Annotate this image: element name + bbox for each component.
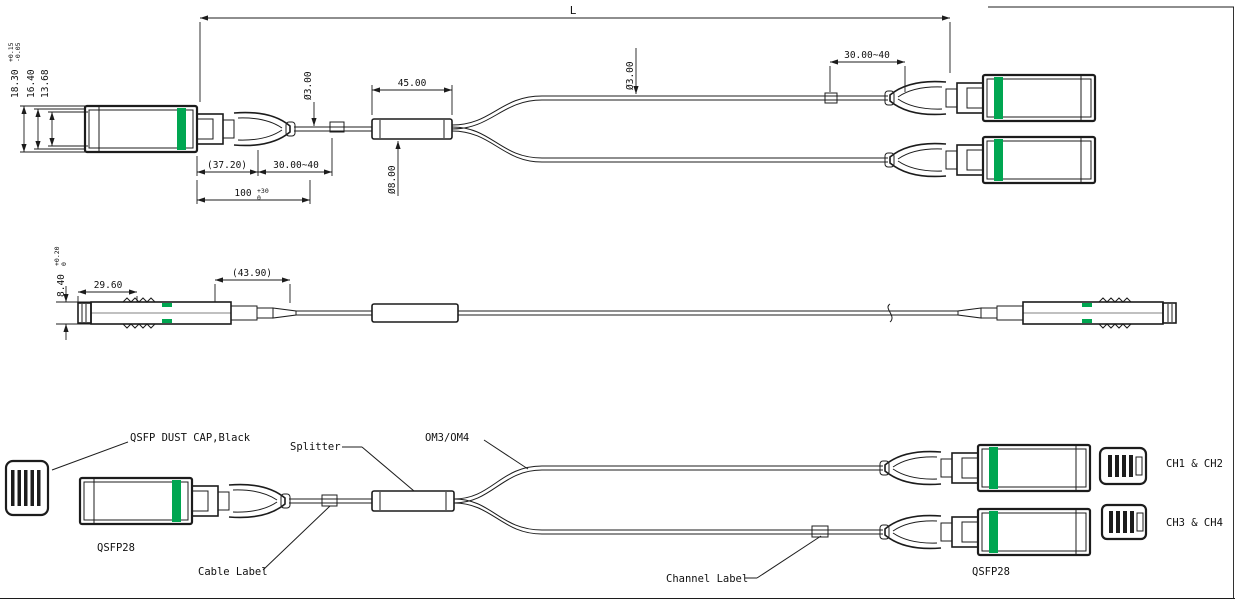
dust-cap-left xyxy=(4,459,50,517)
dim-breakout-length: 100 +30 0 xyxy=(196,180,311,204)
dim-splitter-dia: Ø8.00 xyxy=(387,141,401,196)
dim-channel-label-pos-text: 30.00~40 xyxy=(844,50,890,61)
label-ch1-ch2: CH1 & CH2 xyxy=(1166,458,1223,470)
qsfp-connector-left-bottom xyxy=(78,476,292,526)
callout-dust-cap: QSFP DUST CAP,Black xyxy=(51,432,251,471)
dim-side-height-text: 8.40 xyxy=(56,274,67,297)
label-qsfp28-left: QSFP28 xyxy=(97,542,135,554)
dim-L-text: L xyxy=(570,4,577,17)
dim-breakout-length-text: 100 xyxy=(234,188,251,199)
dust-cap-right-upper xyxy=(1098,446,1148,486)
dust-cap-right-lower xyxy=(1100,503,1148,541)
dim-height-outer-tol-minus: -0.05 xyxy=(14,42,22,62)
cable-run-side xyxy=(296,303,958,323)
callout-cable-label: Cable Label xyxy=(198,505,331,578)
dim-overall-length: L xyxy=(199,4,951,102)
splitter-side xyxy=(371,303,459,323)
callout-dust-cap-text: QSFP DUST CAP,Black xyxy=(130,432,251,444)
dim-height-inner-text: 13.68 xyxy=(40,69,51,98)
dim-splitter-dia-text: Ø8.00 xyxy=(387,165,398,194)
label-qsfp28-right: QSFP28 xyxy=(972,566,1010,578)
dim-latch-length-text: (43.90) xyxy=(232,268,272,279)
dim-side-height: 8.40 +0.20 0 xyxy=(53,246,92,340)
dim-height-outer-tol-plus: +0.15 xyxy=(7,42,15,62)
qsfp-connector-right-upper-top xyxy=(883,73,1097,123)
channel-label-marker-top xyxy=(824,92,838,104)
splitter-top xyxy=(371,118,453,140)
qsfp-connector-left-top xyxy=(83,104,297,154)
callout-channel-label-text: Channel Label xyxy=(666,573,748,585)
labeled-view: QSFP DUST CAP,Black Splitter OM3/OM4 Cab… xyxy=(4,432,1223,585)
top-view: L Ø3.00 45.00 Ø3.00 30.00~40 18.30 xyxy=(7,4,1097,204)
cable-label-marker-top xyxy=(329,121,345,133)
sheet-border xyxy=(0,6,1235,599)
qsfp-connector-right-lower-bottom xyxy=(878,507,1092,557)
dim-cable-dia-right-text: Ø3.00 xyxy=(625,61,636,90)
qsfp-connector-left-side xyxy=(77,297,297,329)
dim-splitter-length: 45.00 xyxy=(371,78,453,115)
side-view: 8.40 +0.20 0 29.60 (43.90) xyxy=(53,246,1177,340)
dim-cable-dia-right: Ø3.00 xyxy=(625,48,639,94)
qsfp-connector-right-lower-top xyxy=(883,135,1097,185)
dim-cap-length-text: 29.60 xyxy=(94,280,123,291)
flex-mark xyxy=(887,303,893,323)
cable-label-marker xyxy=(321,494,338,507)
callout-splitter-text: Splitter xyxy=(290,441,341,453)
dim-channel-label-pos: 30.00~40 xyxy=(829,50,906,92)
dim-height-outer-text: 18.30 xyxy=(10,69,21,98)
dim-body-and-label: (37.20) 30.00~40 xyxy=(196,138,333,176)
callout-fiber-type-text: OM3/OM4 xyxy=(425,432,469,444)
dim-splitter-length-text: 45.00 xyxy=(398,78,427,89)
dim-breakout-tol-minus: 0 xyxy=(257,194,261,202)
callout-cable-label-text: Cable Label xyxy=(198,566,268,578)
cable-runs-bottom xyxy=(289,465,883,538)
cable-runs-top xyxy=(294,92,888,163)
dim-cable-dia-left: Ø3.00 xyxy=(303,71,317,126)
dim-side-height-tol-plus: +0.20 xyxy=(53,246,61,266)
channel-label-marker xyxy=(811,525,829,538)
dim-cable-dia-left-text: Ø3.00 xyxy=(303,71,314,100)
dim-heights-left: 18.30 +0.15 -0.05 16.40 13.68 xyxy=(7,42,88,153)
dim-breakout-tol-plus: +30 xyxy=(257,187,269,195)
qsfp-connector-right-upper-bottom xyxy=(878,443,1092,493)
callout-fiber-type: OM3/OM4 xyxy=(425,432,529,470)
callout-splitter: Splitter xyxy=(290,441,415,492)
splitter-bottom xyxy=(371,490,455,512)
dim-latch-length: (43.90) xyxy=(214,268,291,303)
qsfp-connector-right-side xyxy=(957,297,1177,329)
dim-cable-label-pos-text: 30.00~40 xyxy=(273,160,319,171)
dim-side-height-tol-minus: 0 xyxy=(60,262,68,266)
dim-cap-length: 29.60 xyxy=(77,280,138,303)
label-ch3-ch4: CH3 & CH4 xyxy=(1166,517,1223,529)
dim-height-mid-text: 16.40 xyxy=(26,69,37,98)
dim-body-length-text: (37.20) xyxy=(207,160,247,171)
callout-channel-label: Channel Label xyxy=(666,535,822,585)
